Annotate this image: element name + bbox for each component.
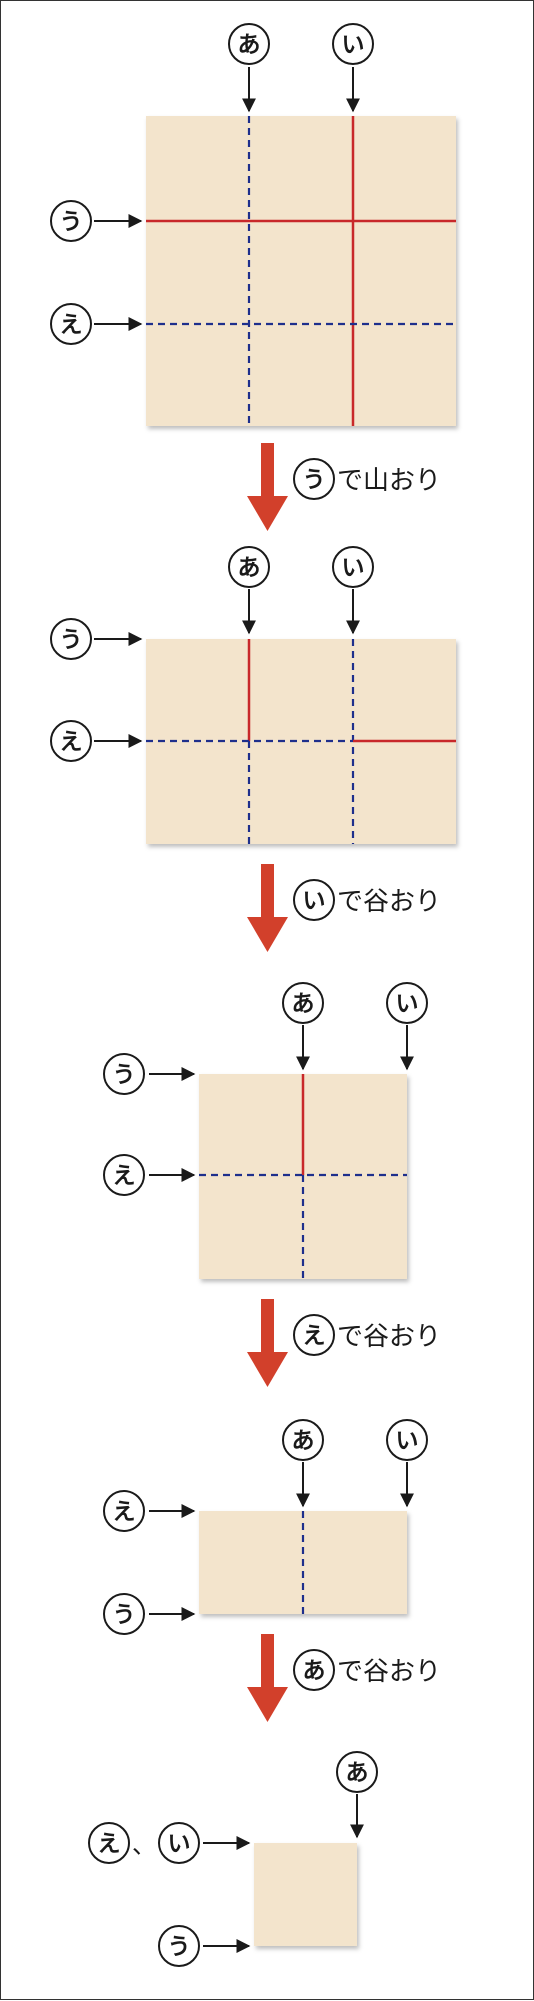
label-u-text: う [113, 1602, 136, 1628]
label-i-badge: い [332, 546, 374, 588]
label-e-text: え [113, 1163, 136, 1189]
step-arrow-shaft [261, 443, 274, 498]
paper-small-square [254, 1843, 357, 1946]
stage-4: あ い え う [103, 1419, 428, 1635]
label-u-badge: う [50, 200, 92, 242]
step-3: え で谷おり [247, 1299, 441, 1387]
label-a-badge: あ [228, 546, 270, 588]
stage-5: あ え 、 い う [88, 1751, 378, 1967]
step-label-badge [293, 1314, 335, 1356]
label-a-text: あ [292, 1428, 315, 1454]
label-e-badge: え [50, 303, 92, 345]
step-4: あ で谷おり [247, 1634, 441, 1722]
step-arrow-shaft [261, 1299, 274, 1354]
label-e-badge: え [88, 1822, 130, 1864]
label-a-badge: あ [228, 23, 270, 65]
label-i-badge: い [158, 1822, 200, 1864]
label-e-text: え [113, 1499, 136, 1525]
step-label-text: う [303, 467, 326, 493]
label-separator: 、 [132, 1831, 156, 1859]
step-label-badge [293, 1649, 335, 1691]
label-a-text: あ [346, 1760, 369, 1786]
stage-1: あ い う え [50, 23, 456, 426]
label-e-badge: え [103, 1490, 145, 1532]
step-arrow-head [247, 1687, 288, 1722]
step-arrow-head [247, 496, 288, 531]
step-arrow-head [247, 917, 288, 952]
label-e-badge: え [50, 720, 92, 762]
label-u-badge: う [103, 1053, 145, 1095]
label-i-text: い [396, 1428, 419, 1454]
label-u-badge: う [158, 1925, 200, 1967]
paper-square [146, 116, 456, 426]
label-a-text: あ [292, 991, 315, 1017]
step-instruction: で谷おり [337, 1657, 441, 1687]
label-u-badge: う [50, 618, 92, 660]
step-instruction: で谷おり [337, 1322, 441, 1352]
label-e-text: え [60, 729, 83, 755]
stage-2: あ い う え [50, 546, 456, 844]
label-u-badge: う [103, 1593, 145, 1635]
label-i-badge: い [386, 1419, 428, 1461]
label-a-text: あ [238, 32, 261, 58]
step-arrow-shaft [261, 864, 274, 919]
step-arrow-shaft [261, 1634, 274, 1689]
label-a-badge: あ [282, 1419, 324, 1461]
label-a-text: あ [238, 555, 261, 581]
label-e-badge: え [103, 1154, 145, 1196]
label-i-text: い [396, 991, 419, 1017]
label-i-badge: い [386, 982, 428, 1024]
label-u-text: う [60, 627, 83, 653]
step-2: い で谷おり [247, 864, 441, 952]
label-u-text: う [60, 209, 83, 235]
step-label-text: あ [303, 1658, 326, 1684]
step-label-badge [293, 879, 335, 921]
label-e-text: え [60, 312, 83, 338]
step-label-text: え [303, 1323, 326, 1349]
step-label-badge [293, 458, 335, 500]
stage-3: あ い う え [103, 982, 428, 1279]
label-i-text: い [168, 1831, 191, 1857]
label-u-text: う [113, 1062, 136, 1088]
step-instruction: で谷おり [337, 887, 441, 917]
label-u-text: う [168, 1934, 191, 1960]
label-a-badge: あ [336, 1751, 378, 1793]
step-label-text: い [303, 888, 326, 914]
label-i-text: い [342, 32, 365, 58]
label-i-badge: い [332, 23, 374, 65]
step-instruction: で山おり [337, 466, 441, 496]
label-i-text: い [342, 555, 365, 581]
step-1: う で山おり [247, 443, 441, 531]
step-arrow-head [247, 1352, 288, 1387]
label-a-badge: あ [282, 982, 324, 1024]
label-e-text: え [98, 1831, 121, 1857]
